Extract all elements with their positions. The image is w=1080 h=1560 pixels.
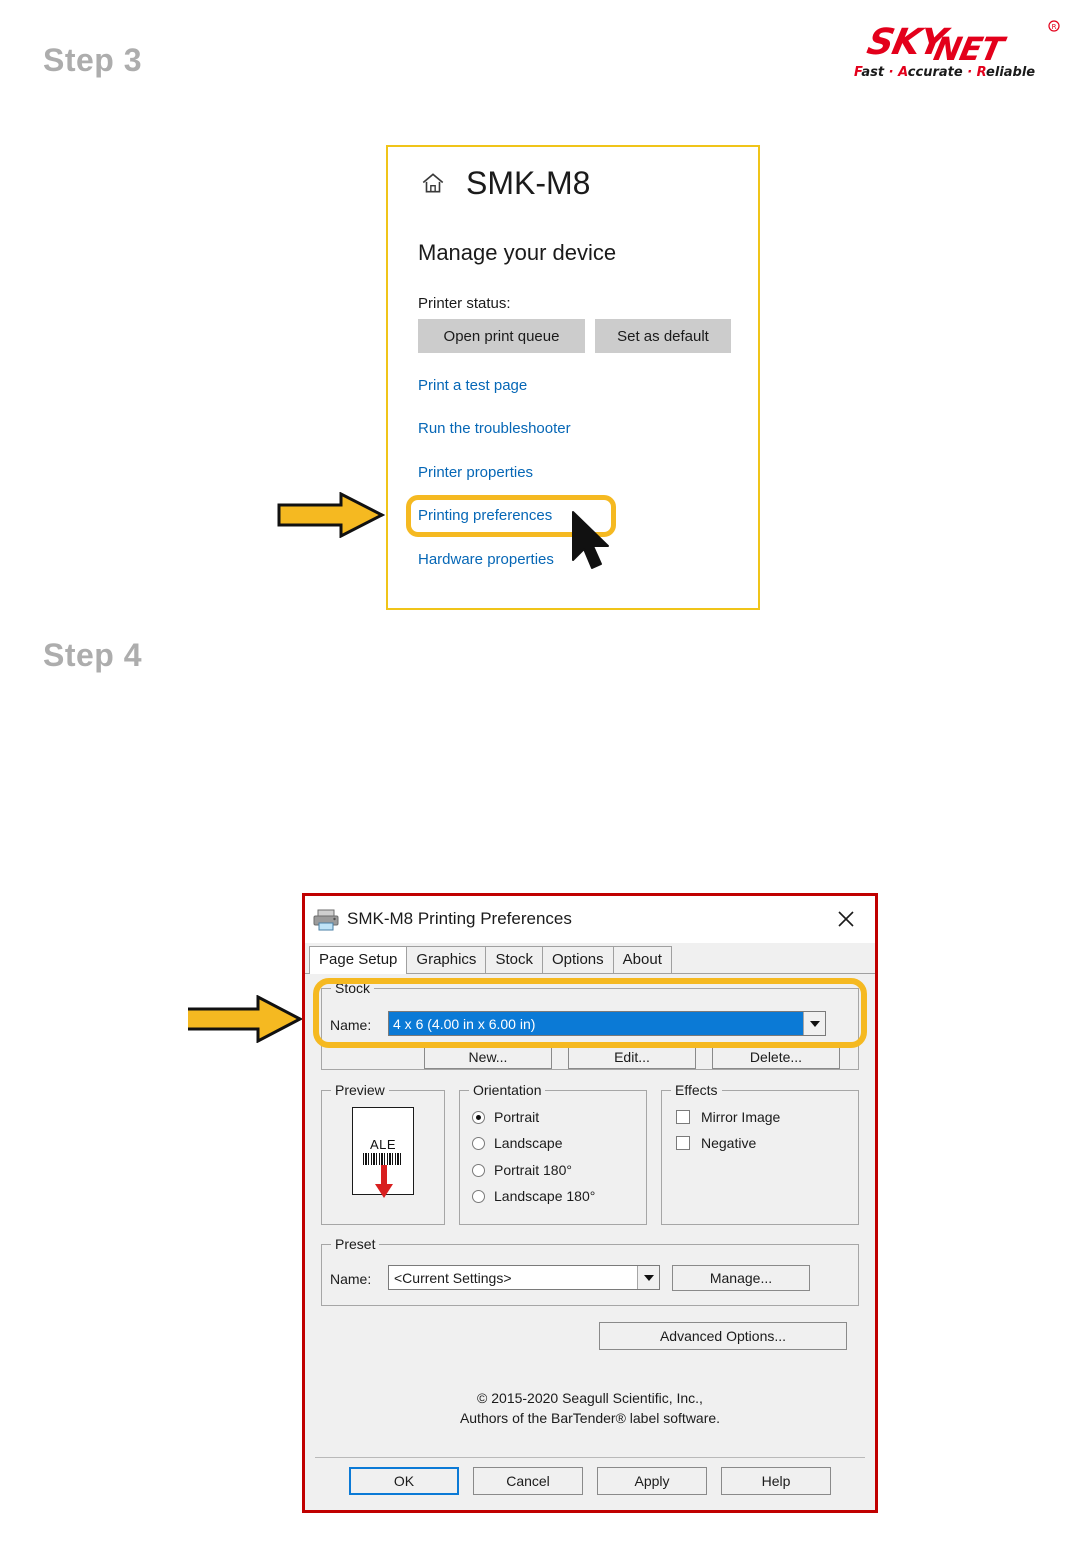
step-3-heading: Step 3 <box>43 42 143 78</box>
close-icon[interactable] <box>831 904 861 934</box>
ok-button[interactable]: OK <box>349 1467 459 1495</box>
effect-negative[interactable]: Negative <box>676 1135 756 1151</box>
orientation-label: Landscape 180° <box>494 1188 596 1204</box>
tab-stock[interactable]: Stock <box>485 945 543 973</box>
orientation-option-portrait[interactable]: Portrait <box>472 1109 539 1125</box>
dialog-tabs: Page Setup Graphics Stock Options About <box>305 943 875 974</box>
checkbox-icon[interactable] <box>676 1136 690 1150</box>
open-print-queue-button[interactable]: Open print queue <box>418 319 585 353</box>
radio-icon[interactable] <box>472 1110 485 1124</box>
preset-group: Preset Name: <Current Settings> Manage..… <box>321 1236 859 1306</box>
effect-mirror-image[interactable]: Mirror Image <box>676 1109 780 1125</box>
effects-group-title: Effects <box>671 1082 722 1098</box>
radio-icon[interactable] <box>472 1136 485 1150</box>
tab-graphics[interactable]: Graphics <box>406 945 487 973</box>
radio-icon[interactable] <box>472 1163 485 1177</box>
set-as-default-button[interactable]: Set as default <box>595 319 731 353</box>
orientation-group-title: Orientation <box>469 1082 546 1098</box>
home-icon[interactable] <box>420 170 446 196</box>
printing-preferences-dialog: SMK-M8 Printing Preferences Page Setup G… <box>302 893 878 1513</box>
radio-icon[interactable] <box>472 1189 485 1203</box>
cancel-button[interactable]: Cancel <box>473 1467 583 1495</box>
down-arrow-icon <box>374 1165 394 1199</box>
preview-label-text: ALE <box>369 1136 397 1152</box>
orientation-label: Portrait <box>494 1109 540 1125</box>
apply-button[interactable]: Apply <box>597 1467 707 1495</box>
stock-delete-button[interactable]: Delete... <box>712 1044 840 1069</box>
stock-group-title: Stock <box>331 980 375 996</box>
link-print-test-page[interactable]: Print a test page <box>418 377 528 394</box>
svg-text:R: R <box>1052 23 1057 31</box>
advanced-options-button[interactable]: Advanced Options... <box>599 1322 847 1350</box>
preview-group-title: Preview <box>331 1082 389 1098</box>
stock-name-value: 4 x 6 (4.00 in x 6.00 in) <box>389 1012 803 1035</box>
orientation-option-portrait-180[interactable]: Portrait 180° <box>472 1162 572 1178</box>
orientation-group: Orientation Portrait Landscape Portrait … <box>459 1082 647 1225</box>
link-printing-preferences[interactable]: Printing preferences <box>418 507 553 524</box>
help-button[interactable]: Help <box>721 1467 831 1495</box>
printer-icon <box>313 908 339 932</box>
callout-arrow-step3 <box>277 491 386 539</box>
orientation-label: Portrait 180° <box>494 1162 572 1178</box>
orientation-option-landscape[interactable]: Landscape <box>472 1135 563 1151</box>
callout-arrow-step4 <box>184 994 304 1044</box>
dialog-title: SMK-M8 Printing Preferences <box>347 909 572 928</box>
stock-edit-button[interactable]: Edit... <box>568 1044 696 1069</box>
link-printer-properties[interactable]: Printer properties <box>418 464 534 481</box>
orientation-label: Landscape <box>494 1135 563 1151</box>
copyright-line-2: Authors of the BarTender® label software… <box>459 1410 721 1427</box>
svg-text:Fast · Accurate: Fast · Accurate · Reliable <box>854 65 1035 80</box>
stock-name-label: Name: <box>330 1017 372 1033</box>
device-header: SMK-M8 <box>420 167 590 199</box>
preset-name-label: Name: <box>330 1271 372 1287</box>
preview-group: Preview ALE <box>321 1082 445 1225</box>
stock-name-combobox[interactable]: 4 x 6 (4.00 in x 6.00 in) <box>388 1011 826 1036</box>
dialog-titlebar: SMK-M8 Printing Preferences <box>305 896 875 943</box>
effects-group: Effects Mirror Image Negative <box>661 1082 859 1225</box>
svg-text:NET: NET <box>931 30 1010 68</box>
page-setup-panel: Stock Name: 4 x 6 (4.00 in x 6.00 in) Ne… <box>305 974 875 1510</box>
stock-group: Stock Name: 4 x 6 (4.00 in x 6.00 in) Ne… <box>321 980 859 1070</box>
link-run-troubleshooter[interactable]: Run the troubleshooter <box>418 420 571 437</box>
barcode-icon <box>363 1152 403 1165</box>
stock-new-button[interactable]: New... <box>424 1044 552 1069</box>
preset-manage-button[interactable]: Manage... <box>672 1265 810 1291</box>
tab-options[interactable]: Options <box>541 945 614 973</box>
checkbox-icon[interactable] <box>676 1110 690 1124</box>
copyright-notice: © 2015-2020 Seagull Scientific, Inc., Au… <box>305 1388 875 1429</box>
copyright-line-1: © 2015-2020 Seagull Scientific, Inc., <box>477 1390 703 1406</box>
manage-device-heading: Manage your device <box>418 240 617 265</box>
step-4-heading: Step 4 <box>43 637 143 673</box>
skynet-logo: SKY NET R Fast · Accurate · Reliable <box>846 14 1066 80</box>
mouse-cursor-icon <box>569 510 617 576</box>
tab-page-setup[interactable]: Page Setup <box>309 945 408 974</box>
tab-about[interactable]: About <box>612 945 672 973</box>
preset-name-combobox[interactable]: <Current Settings> <box>388 1265 660 1290</box>
device-title: SMK-M8 <box>466 165 591 201</box>
preset-group-title: Preset <box>331 1236 380 1252</box>
orientation-option-landscape-180[interactable]: Landscape 180° <box>472 1188 595 1204</box>
printer-status-label: Printer status: <box>418 295 511 312</box>
dialog-footer: OK Cancel Apply Help <box>315 1457 865 1504</box>
svg-text:SKY: SKY <box>864 20 955 63</box>
effect-label: Negative <box>701 1135 757 1151</box>
effect-label: Mirror Image <box>701 1109 781 1125</box>
preset-name-value: <Current Settings> <box>394 1269 512 1286</box>
link-hardware-properties[interactable]: Hardware properties <box>418 551 554 568</box>
chevron-down-icon[interactable] <box>637 1266 659 1289</box>
chevron-down-icon[interactable] <box>803 1012 825 1035</box>
